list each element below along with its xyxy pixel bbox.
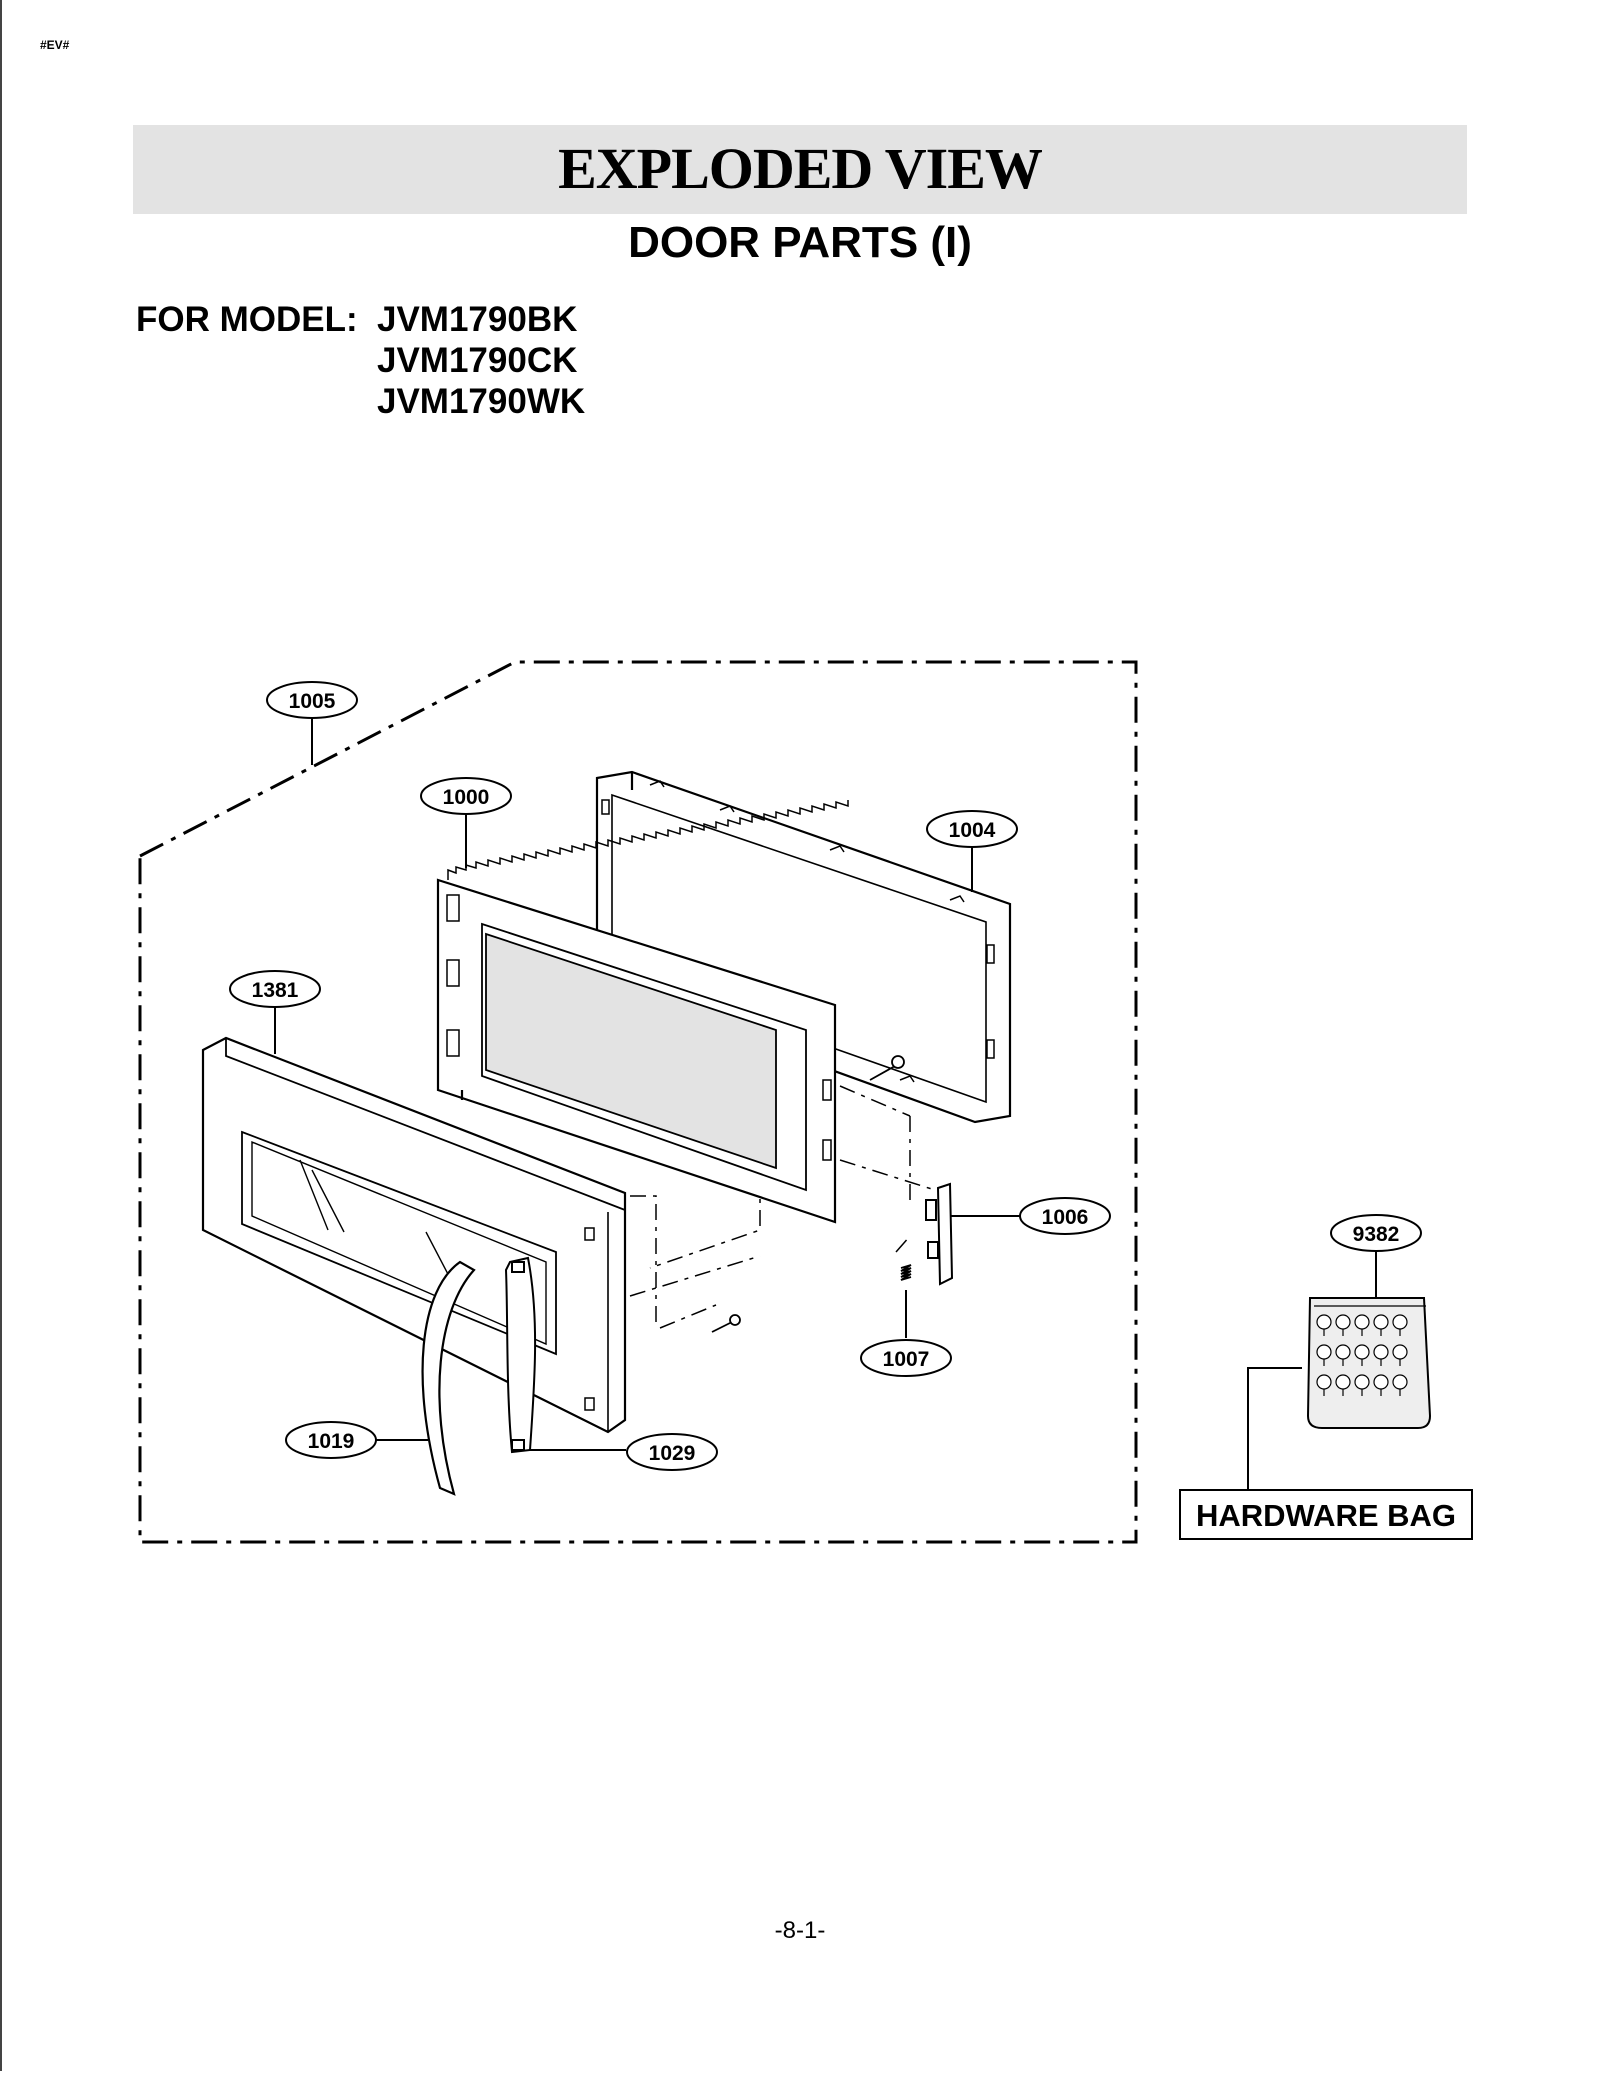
screw-upper [869, 1055, 905, 1081]
alignment-lines [629, 1040, 936, 1329]
part-1006-latch [925, 1182, 954, 1286]
hardware-bag-label: HARDWARE BAG [1196, 1498, 1456, 1533]
page-tag: #EV# [40, 38, 70, 52]
hardware-screws [1316, 1314, 1408, 1396]
callout-1006-label: 1006 [1042, 1206, 1089, 1229]
callout-1004: 1004 [926, 810, 1018, 848]
callout-9382-label: 9382 [1353, 1223, 1400, 1246]
title-band: EXPLODED VIEW [133, 125, 1467, 214]
callout-1029: 1029 [626, 1433, 718, 1471]
callout-1000: 1000 [420, 777, 512, 815]
callout-1006: 1006 [1019, 1197, 1111, 1235]
callout-1007-label: 1007 [883, 1348, 930, 1371]
screw-lower [711, 1314, 741, 1333]
callout-1019: 1019 [285, 1421, 377, 1459]
callout-1000-label: 1000 [443, 786, 490, 809]
model-number-2: JVM1790CK [377, 341, 578, 380]
callout-1005: 1005 [266, 681, 358, 719]
callout-1029-label: 1029 [649, 1442, 696, 1465]
callout-1007: 1007 [860, 1339, 952, 1377]
model-number-3: JVM1790WK [377, 382, 586, 421]
part-1019-handle [421, 1260, 476, 1496]
part-1029-handle-bracket [504, 1256, 537, 1454]
part-1000-inner-door [436, 800, 849, 1224]
callout-9382: 9382 [1330, 1214, 1422, 1252]
page-subtitle: DOOR PARTS (I) [628, 218, 972, 267]
model-label: FOR MODEL: [136, 300, 358, 339]
assembly-boundary [138, 660, 1138, 1544]
callout-1005-label: 1005 [289, 690, 336, 713]
callout-1019-label: 1019 [308, 1430, 355, 1453]
part-1007-spring [900, 1264, 912, 1281]
leader-lines [274, 717, 1377, 1498]
page-title: EXPLODED VIEW [558, 136, 1043, 201]
callout-1004-label: 1004 [949, 819, 996, 842]
hardware-bag-box: HARDWARE BAG [1179, 1489, 1473, 1540]
model-number-1: JVM1790BK [377, 300, 578, 339]
page-number: -8-1- [774, 1917, 826, 1944]
callout-1381: 1381 [229, 970, 321, 1008]
callout-1381-label: 1381 [252, 979, 299, 1002]
